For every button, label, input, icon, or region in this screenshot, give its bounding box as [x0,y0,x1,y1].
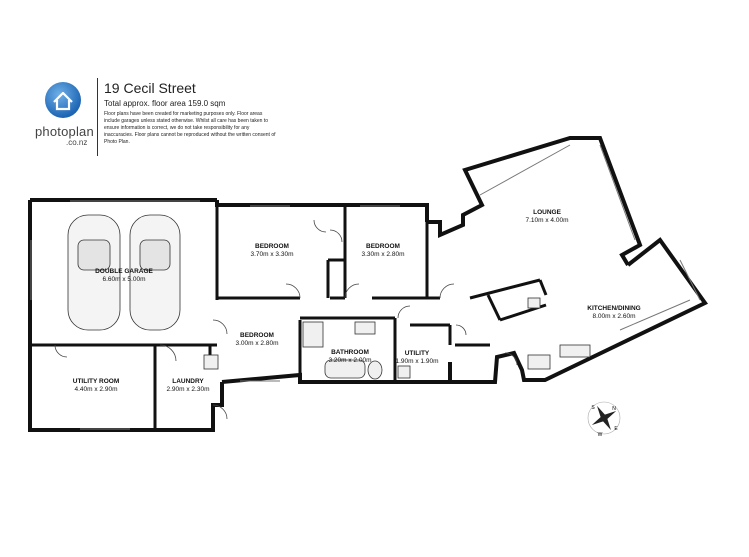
utility-small-dims: 1.90m x 1.90m [396,358,439,365]
kitchen-island-sink [527,297,541,309]
basin [354,321,376,335]
utility-room-name: UTILITY ROOM [73,378,119,385]
laundry-name: LAUNDRY [172,378,204,385]
utility-sink [397,365,411,379]
bedroom2-dims: 3.30m x 2.80m [362,251,405,258]
fixtures [203,297,591,380]
logo-sub: .co.nz [66,138,88,147]
floor-area: Total approx. floor area 159.0 sqm [104,99,226,108]
bathroom-dims: 3.20m x 2.00m [329,357,372,364]
disclaimer: Floor plans have been created for market… [104,111,276,145]
garage-cars [67,214,181,331]
house-icon [45,82,81,118]
bedroom1-dims: 3.70m x 3.30m [251,251,294,258]
photoplan-logo: photoplan .co.nz [30,78,102,150]
bedroom2-name: BEDROOM [366,243,400,250]
laundry-tub [203,354,219,370]
compass-e: E [614,426,618,432]
kitchen-sink [559,344,591,358]
kitchen-stove [527,354,551,370]
compass-w: W [598,432,603,438]
header-divider [97,78,98,156]
bedroom1-name: BEDROOM [255,243,289,250]
room-labels: DOUBLE GARAGE 6.60m x 5.00m BEDROOM 3.70… [73,209,641,393]
utility-small-name: UTILITY [405,350,430,357]
bedroom3-name: BEDROOM [240,332,274,339]
lounge-dims: 7.10m x 4.00m [526,217,569,224]
compass-s: S [591,405,595,411]
shower [302,321,324,348]
bathroom-name: BATHROOM [331,349,369,356]
property-title: 19 Cecil Street [104,80,196,96]
bedroom3-dims: 3.00m x 2.80m [236,340,279,347]
compass-icon: N E S W [587,401,621,438]
compass-n: N [612,406,616,412]
garage-name: DOUBLE GARAGE [95,268,153,275]
toilet [367,360,383,380]
utility-room-dims: 4.40m x 2.90m [75,386,118,393]
header: photoplan .co.nz 19 Cecil Street Total a… [30,78,276,158]
logo-word: photoplan [35,124,94,139]
kitchen-name: KITCHEN/DINING [587,305,640,312]
windows [30,144,701,430]
doors [54,219,518,420]
laundry-dims: 2.90m x 2.30m [167,386,210,393]
bathtub [324,359,366,379]
garage-dims: 6.60m x 5.00m [103,276,146,283]
kitchen-dims: 8.00m x 2.60m [593,313,636,320]
lounge-name: LOUNGE [533,209,561,216]
